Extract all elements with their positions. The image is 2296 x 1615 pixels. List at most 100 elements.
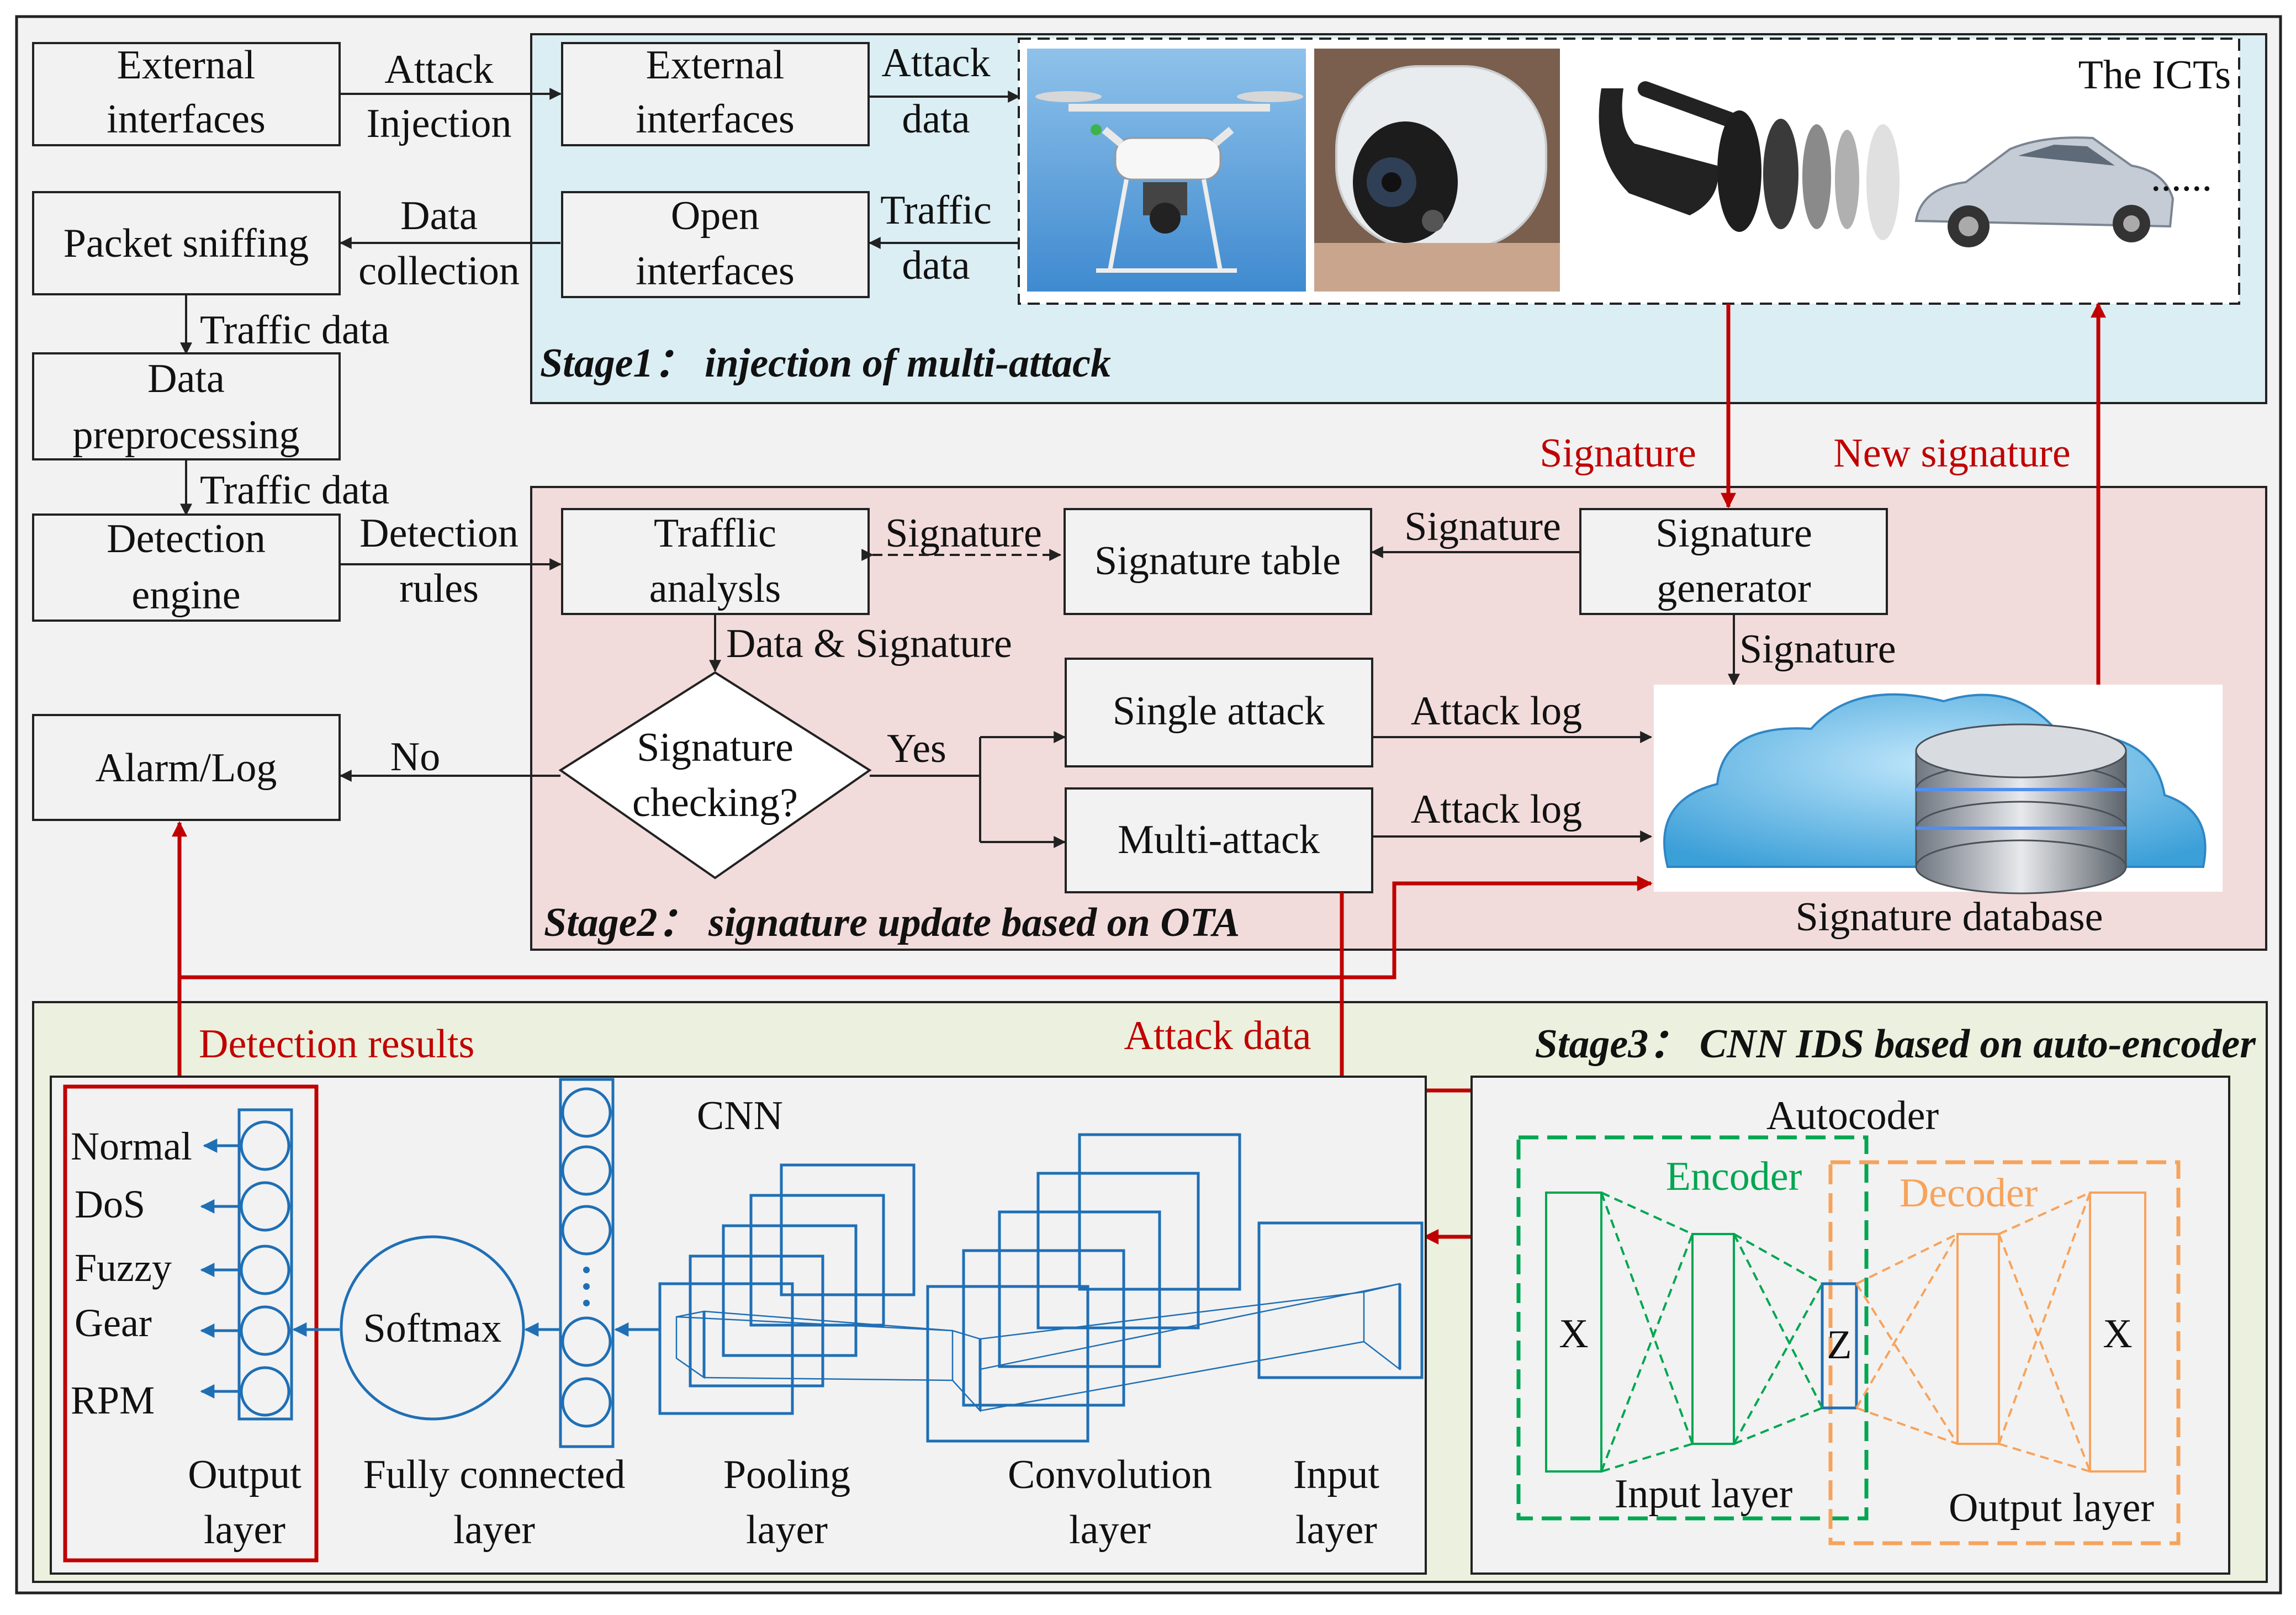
data-preprocessing-label-1: Data [147, 356, 225, 401]
detection-engine-label-1: Detection [107, 516, 266, 562]
signature-database-image [1654, 685, 2223, 894]
decoder-frame [1828, 1160, 2181, 1545]
input-label-1: Input [1293, 1452, 1380, 1497]
convolution-layer [676, 1133, 1241, 1443]
stage1-traffic-data-1: Traffic [880, 188, 991, 233]
signature-checking-label-1: Signature [637, 725, 793, 770]
cnn-input-layer [980, 1221, 1424, 1412]
signature-to-table-label: Signature [1404, 504, 1561, 549]
alarm-log-box [32, 714, 341, 821]
decoder-label: Decoder [1900, 1171, 2038, 1216]
ae-output-layer-label: Output layer [1949, 1485, 2154, 1531]
drone-image [1027, 49, 1306, 292]
signature-dashed-label: Signature [885, 511, 1042, 556]
output-fuzzy: Fuzzy [75, 1246, 172, 1290]
icts-label: The ICTs [2078, 52, 2231, 98]
signature-down-label: Signature [1739, 627, 1896, 672]
detection-rules-label-2: rules [399, 566, 479, 611]
stage3-attack-data-label: Attack data [1124, 1013, 1311, 1058]
cnn-panel [50, 1076, 1427, 1575]
encoder-label: Encoder [1666, 1154, 1802, 1199]
open-interfaces-label-2: interfaces [636, 248, 795, 294]
output-rpm: RPM [71, 1378, 155, 1422]
decoder-network [1855, 1192, 2146, 1473]
stage1-external-interfaces-box [561, 42, 870, 146]
multi-attack-label: Multi-attack [1118, 817, 1320, 862]
single-attack-label: Single attack [1113, 689, 1325, 734]
stage1-traffic-data-2: data [902, 243, 970, 288]
stage1-title: Stage1： injection of multi-attack [540, 341, 1111, 386]
output-normal: Normal [71, 1124, 192, 1168]
icts-ellipsis: ...... [2151, 155, 2212, 200]
convolution-label-1: Convolution [1008, 1452, 1212, 1497]
open-interfaces-box [561, 191, 870, 298]
output-layer-frame [63, 1084, 319, 1563]
ae-input-layer-label: Input layer [1615, 1471, 1793, 1517]
car-image [1914, 136, 2175, 247]
external-interfaces-label-1: External [117, 43, 256, 88]
alarm-log-label: Alarm/Log [96, 745, 277, 791]
packet-sniffing-box [32, 191, 341, 295]
data-signature-label: Data & Signature [726, 621, 1012, 666]
fully-connected-label-1: Fully connected [363, 1452, 626, 1497]
z-label: Z [1827, 1322, 1851, 1368]
output-layer-label-1: Output [188, 1452, 301, 1497]
x-right-label: X [2103, 1311, 2132, 1357]
stage3-title: Stage3： CNN IDS based on auto-encoder [1535, 1021, 2257, 1067]
encoder-network [1545, 1192, 1858, 1473]
traffic-data-2-label: Traffic data [200, 468, 389, 513]
new-signature-label: New signature [1833, 431, 2070, 476]
attack-log-1-label: Attack log [1411, 689, 1582, 734]
stage2-title: Stage2： signature update based on OTA [544, 900, 1240, 945]
detection-engine-label-2: engine [131, 573, 240, 618]
wristband-image [1599, 81, 1900, 240]
traffic-analysis-box [561, 508, 870, 615]
cnn-label: CNN [697, 1093, 783, 1139]
autocoder-label: Autocoder [1766, 1093, 1939, 1139]
packet-sniffing-label: Packet sniffing [64, 221, 309, 266]
data-preprocessing-label-2: preprocessing [73, 412, 300, 458]
detection-rules-label-1: Detection [359, 511, 519, 556]
detection-engine-box [32, 513, 341, 622]
fully-connected-neurons [559, 1078, 615, 1448]
output-dos: DoS [75, 1182, 145, 1226]
data-collection-label-2: collection [358, 248, 520, 294]
traffic-data-1-label: Traffic data [200, 308, 389, 353]
autocoder-panel [1470, 1076, 2230, 1575]
signature-generator-label-1: Signature [1655, 511, 1812, 556]
output-gear: Gear [75, 1301, 152, 1345]
output-neurons [237, 1108, 293, 1421]
stage1-external-interfaces-2: interfaces [636, 97, 795, 142]
softmax-circle [340, 1235, 525, 1421]
external-interfaces-label-2: interfaces [107, 97, 266, 142]
fully-connected-label-2: layer [453, 1507, 535, 1553]
attack-log-2-label: Attack log [1411, 787, 1582, 832]
convolution-label-2: layer [1069, 1507, 1151, 1553]
no-label: No [390, 734, 440, 780]
attack-injection-label-1: Attack [384, 47, 493, 92]
signature-table-label: Signature table [1094, 538, 1341, 584]
multi-attack-box [1065, 787, 1373, 893]
stage1-attack-data-1: Attack [881, 40, 990, 86]
yes-label: Yes [887, 726, 946, 771]
signature-database-label: Signature database [1796, 894, 2103, 940]
signature-table-box [1064, 508, 1372, 615]
stage1-external-interfaces-1: External [646, 43, 785, 88]
arrow-red-detection-results [177, 876, 1653, 1082]
attack-injection-label-2: Injection [366, 101, 511, 146]
signature-checking-label-2: checking? [632, 780, 798, 825]
x-left-label: X [1559, 1311, 1588, 1357]
detection-results-label: Detection results [199, 1021, 474, 1067]
single-attack-box [1065, 658, 1373, 767]
pooling-label-2: layer [746, 1507, 828, 1553]
traffic-analysis-label-2: analysls [649, 566, 781, 611]
traffic-analysis-label-1: Trafflic [654, 511, 776, 556]
data-collection-label-1: Data [400, 193, 478, 239]
output-layer-label-2: layer [204, 1507, 285, 1553]
pooling-label-1: Pooling [723, 1452, 850, 1497]
open-interfaces-label-1: Open [671, 193, 759, 239]
signature-generator-label-2: generator [1657, 566, 1811, 611]
external-interfaces-box [32, 42, 341, 146]
